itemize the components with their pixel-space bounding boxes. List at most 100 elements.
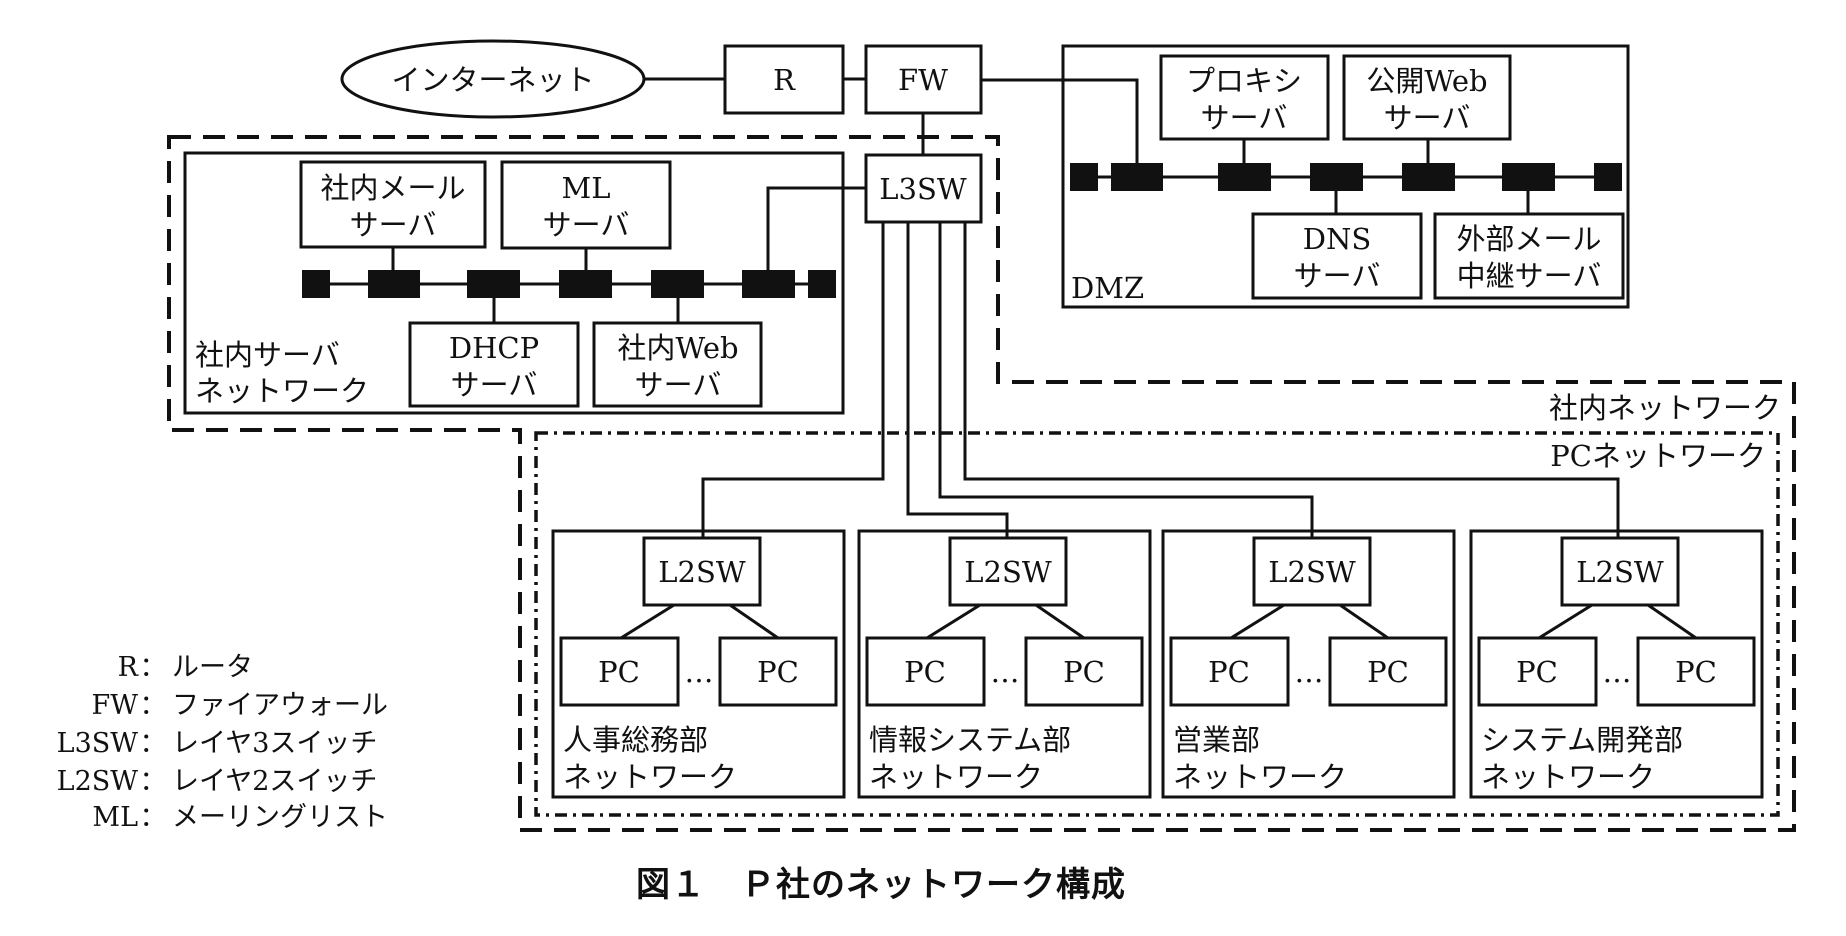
link-l2sw-pc	[620, 603, 675, 640]
legend-abbr: L2SW	[57, 766, 139, 797]
pc-node	[1636, 636, 1756, 707]
pc-label: PC	[1367, 655, 1409, 689]
legend-abbr: L3SW	[57, 728, 139, 759]
department-label-line1: システム開発部	[1481, 723, 1683, 757]
internal-mail-server-line2: サーバ	[350, 208, 437, 242]
pc-label: PC	[1675, 655, 1717, 689]
dmz-label: DMZ	[1071, 271, 1144, 305]
bus-tap	[1111, 163, 1163, 191]
pc-node	[1477, 636, 1598, 707]
internal-mail-server	[299, 160, 487, 249]
pc-network-label: PCネットワーク	[1550, 439, 1766, 473]
pc-label: PC	[598, 655, 640, 689]
bus-terminator	[302, 270, 330, 298]
bus-terminator	[808, 270, 836, 298]
proxy-server-line1: プロキシ	[1186, 64, 1302, 98]
department-label-line1: 営業部	[1173, 723, 1260, 757]
router-label: R	[773, 63, 796, 97]
bus-tap	[559, 270, 612, 298]
firewall-label: FW	[898, 63, 948, 97]
legend-separator: ：	[140, 652, 167, 683]
link-l2sw-pc	[926, 603, 981, 640]
pc-label: PC	[1516, 655, 1558, 689]
link-l2sw-pc	[1230, 603, 1285, 640]
legend-abbr: FW	[92, 690, 139, 721]
legend-separator: ：	[140, 690, 167, 721]
intranet-web-server-line1: 社内Web	[617, 331, 738, 365]
l2switch-node	[1560, 536, 1680, 607]
bus-terminator	[1594, 163, 1622, 191]
legend-description: レイヤ2スイッチ	[172, 766, 377, 797]
legend-description: メーリングリスト	[172, 802, 388, 833]
server-network-label-line2: ネットワーク	[195, 374, 369, 408]
link-l3sw-dept-1	[701, 222, 885, 538]
legend-description: レイヤ3スイッチ	[172, 728, 377, 759]
legend-description: ルータ	[172, 652, 253, 683]
legend-abbr: R	[118, 652, 139, 683]
pc-network-boundary	[534, 431, 1780, 817]
dns-server-line1: DNS	[1303, 222, 1372, 256]
l3switch-label: L3SW	[879, 172, 967, 206]
external-mail-relay-line1: 外部メール	[1456, 222, 1601, 256]
legend-separator: ：	[140, 766, 167, 797]
link-l3sw-dept-3	[938, 222, 1314, 538]
bus-tap	[1310, 163, 1363, 191]
intranet-web-server-line2: サーバ	[635, 368, 722, 402]
legend: R：ルータFW：ファイアウォールL3SW：レイヤ3スイッチL2SW：レイヤ2スイ…	[57, 652, 388, 833]
ml-server	[500, 160, 672, 250]
department-label-line2: ネットワーク	[869, 760, 1043, 794]
bus-tap	[742, 270, 795, 298]
legend-abbr: ML	[92, 802, 138, 833]
internet-label: インターネット	[391, 63, 594, 97]
bus-tap	[1218, 163, 1271, 191]
dhcp-server-line2: サーバ	[451, 368, 538, 402]
bus-tap	[651, 270, 704, 298]
department-label-line2: ネットワーク	[1173, 760, 1347, 794]
ml-server-line1: ML	[562, 171, 611, 205]
l2switch-label: L2SW	[964, 555, 1052, 589]
router-node	[723, 44, 845, 115]
pc-ellipsis: …	[1603, 655, 1632, 689]
link-l2sw-pc	[1538, 603, 1593, 640]
proxy-server-line2: サーバ	[1201, 101, 1288, 135]
link-l2sw-pc	[1035, 603, 1085, 640]
dns-server-line2: サーバ	[1294, 259, 1381, 293]
server-network-box	[183, 151, 845, 415]
dns-server	[1251, 212, 1423, 300]
pc-ellipsis: …	[685, 655, 714, 689]
pc-node	[865, 636, 986, 707]
link-l2sw-pc	[729, 603, 779, 640]
link-l3sw-dept-4	[963, 222, 1620, 538]
dmz-box	[1061, 44, 1630, 309]
pc-label: PC	[757, 655, 799, 689]
public-web-server	[1342, 54, 1512, 141]
internal-mail-server-line1: 社内メール	[320, 171, 465, 205]
department-networks: L2SWPC…PC人事総務部ネットワークL2SWPC…PC情報システム部ネットワ…	[551, 529, 1764, 799]
l3switch-node	[864, 153, 983, 224]
pc-label: PC	[1063, 655, 1105, 689]
department-label-line2: ネットワーク	[563, 760, 737, 794]
server-network-label-line1: 社内サーバ	[195, 338, 340, 372]
bus-terminator	[1070, 163, 1098, 191]
l2switch-label: L2SW	[1268, 555, 1356, 589]
legend-row: FW：ファイアウォール	[92, 690, 389, 721]
link-l3sw-dept-2	[906, 222, 1009, 538]
pc-ellipsis: …	[991, 655, 1020, 689]
pc-node	[1169, 636, 1290, 707]
pc-label: PC	[904, 655, 946, 689]
l2switch-node	[642, 536, 762, 607]
figure-caption: 図１ Ｐ社のネットワーク構成	[636, 865, 1126, 905]
legend-description: ファイアウォール	[172, 690, 388, 721]
public-web-server-line1: 公開Web	[1366, 64, 1487, 98]
external-mail-relay-server	[1433, 212, 1625, 300]
department-box	[857, 529, 1152, 799]
legend-separator: ：	[140, 728, 167, 759]
pc-label: PC	[1208, 655, 1250, 689]
dhcp-server	[408, 321, 580, 408]
l2switch-label: L2SW	[1576, 555, 1664, 589]
